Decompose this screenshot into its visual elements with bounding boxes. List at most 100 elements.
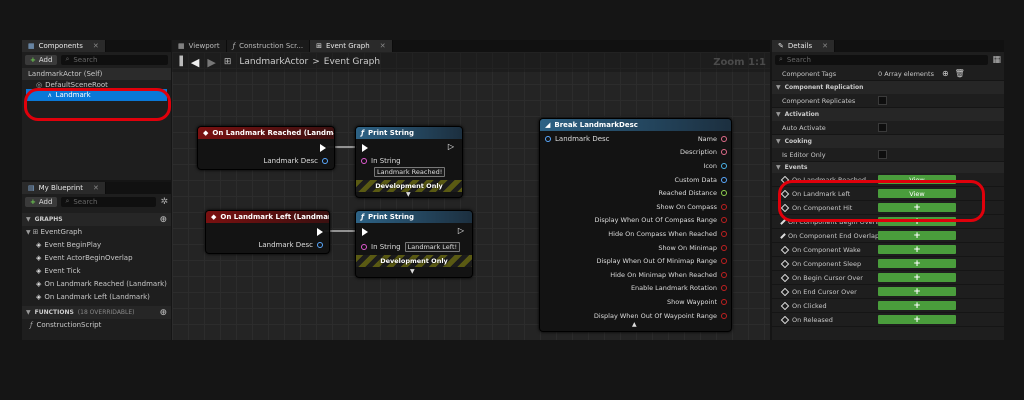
add-event-button[interactable]: + [878,287,956,297]
output-pin-icon[interactable] [721,135,727,142]
component-replicates-checkbox[interactable] [878,96,887,105]
output-pin-icon[interactable] [721,162,727,169]
event-list-item[interactable]: ◈On Landmark Left (Landmark) [22,290,171,303]
details-search[interactable]: ⌕ [775,54,989,65]
view-event-button[interactable]: View [878,175,956,184]
graph-canvas[interactable]: ▐ ◀ ▶ ⊞ LandmarkActor > Event Graph Zoom… [172,52,770,340]
node-on-landmark-reached[interactable]: ◆ On Landmark Reached (Landmark) Landmar… [197,126,335,170]
output-pin-icon[interactable] [721,298,727,305]
exec-in-pin[interactable] [362,144,368,152]
struct-pin-icon[interactable] [317,242,323,248]
bookmark-icon[interactable]: ▐ [176,57,183,67]
tab-event-graph[interactable]: ⊞Event Graph✕ [310,40,393,52]
node-print-string-left[interactable]: ƒ Print String ▷ In String Landmark Left… [355,210,473,278]
functions-section-header[interactable]: ▼ FUNCTIONS (18 OVERRIDABLE) ⊕ [22,306,171,319]
my-blueprint-search[interactable]: ⌕ [61,196,157,207]
chevron-up-icon[interactable]: ▲ [632,321,637,328]
chevron-down-icon[interactable]: ▼ [406,191,411,198]
close-icon[interactable]: ✕ [379,42,386,50]
graphs-section-header[interactable]: ▼ GRAPHS ⊕ [22,213,171,226]
string-pin-icon[interactable] [361,244,367,250]
string-pin-icon[interactable] [361,158,367,164]
component-landmark-item[interactable]: ʌ Landmark [26,89,167,101]
event-list-item[interactable]: ◈Event ActorBeginOverlap [22,251,171,264]
exec-out-pin[interactable]: ▷ [447,142,454,151]
my-blueprint-search-input[interactable] [73,197,153,206]
tab-details[interactable]: ✎ Details ✕ [772,40,836,52]
add-event-button[interactable]: + [878,259,956,269]
activation-section-header[interactable]: ▼Activation [772,108,1004,121]
component-root-item[interactable]: LandmarkActor (Self) [22,68,171,80]
output-pin-icon[interactable] [721,230,727,237]
add-event-button[interactable]: + [878,203,956,213]
output-pin-icon[interactable] [721,285,727,292]
output-pin-icon[interactable] [721,271,727,278]
output-pin-icon[interactable] [721,203,727,210]
output-pin-icon[interactable] [721,176,727,183]
output-pin-icon[interactable] [721,149,727,156]
components-search[interactable]: ⌕ [61,54,168,65]
node-print-string-reached[interactable]: ƒ Print String ▷ In String Landmark Reac… [355,126,463,198]
break-output-label: Display When Out Of Compass Range [594,216,717,225]
add-event-button[interactable]: + [878,301,956,311]
exec-out-pin[interactable] [317,228,323,236]
add-graph-icon[interactable]: ⊕ [159,214,167,225]
event-list-item[interactable]: ◈Event BeginPlay [22,238,171,251]
exec-out-pin[interactable]: ▷ [457,226,464,235]
chevron-down-icon[interactable]: ▼ [410,268,415,275]
gear-icon[interactable]: ✲ [160,196,168,207]
add-event-button[interactable]: + [878,273,956,283]
add-function-icon[interactable]: ⊕ [159,307,167,318]
in-string-value[interactable]: Landmark Reached! [374,167,446,177]
output-pin-icon[interactable] [721,258,727,265]
event-list: ◈Event BeginPlay◈Event ActorBeginOverlap… [22,238,171,303]
add-event-button[interactable]: + [878,315,956,325]
breadcrumb-actor[interactable]: LandmarkActor [239,57,309,67]
add-member-button[interactable]: +Add [25,196,58,207]
events-section-header[interactable]: ▼Events [772,162,1004,173]
struct-pin-icon[interactable] [322,158,328,164]
output-pin-icon[interactable] [721,312,727,319]
event-graph-item[interactable]: ▼ ⊞ EventGraph [26,228,83,236]
struct-pin-icon[interactable] [545,136,551,142]
zoom-label: Zoom 1:1 [713,56,766,68]
output-pin-icon[interactable] [721,190,727,197]
exec-out-pin[interactable] [320,144,326,152]
tab-my-blueprint[interactable]: ▤ My Blueprint ✕ [22,182,106,194]
cooking-section-header[interactable]: ▼Cooking [772,135,1004,148]
add-element-icon[interactable]: ⊕ [941,69,949,78]
auto-activate-checkbox[interactable] [878,123,887,132]
construction-script-item[interactable]: ƒ ConstructionScript [30,321,102,329]
output-pin-icon[interactable] [721,244,727,251]
event-list-item[interactable]: ◈Event Tick [22,264,171,277]
add-component-button[interactable]: +Add [25,54,58,65]
close-icon[interactable]: ✕ [92,42,99,50]
close-icon[interactable]: ✕ [92,184,99,192]
add-event-button[interactable]: + [878,245,956,255]
output-pin-icon[interactable] [721,217,727,224]
components-search-input[interactable] [73,55,164,64]
component-scene-root[interactable]: ◎ DefaultSceneRoot [36,80,108,89]
add-event-button[interactable]: + [878,231,956,241]
back-arrow-icon[interactable]: ◀ [190,55,200,69]
property-matrix-icon[interactable]: ▦ [992,54,1001,65]
in-string-value[interactable]: Landmark Left! [404,242,461,252]
replication-section-header[interactable]: ▼Component Replication [772,81,1004,94]
event-list-item[interactable]: ◈On Landmark Reached (Landmark) [22,277,171,290]
editor-only-checkbox[interactable] [878,150,887,159]
view-event-button[interactable]: View [878,189,956,198]
node-on-landmark-left[interactable]: ◆ On Landmark Left (Landmark) Landmark D… [205,210,330,254]
tab-components[interactable]: ▦ Components ✕ [22,40,106,52]
event-pin-icon [780,315,790,324]
close-icon[interactable]: ✕ [822,42,829,50]
forward-arrow-icon[interactable]: ▶ [207,55,216,69]
details-search-input[interactable] [786,55,985,64]
trash-icon[interactable]: 🗑 [954,69,965,78]
tab-viewport[interactable]: ▦Viewport [172,40,227,52]
exec-in-pin[interactable] [362,228,368,236]
